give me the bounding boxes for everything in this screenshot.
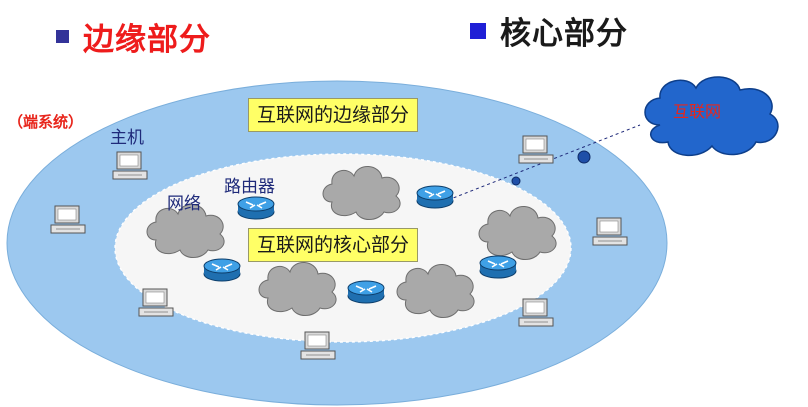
end-system-label: （端系统）: [8, 113, 84, 131]
link-dot: [577, 150, 591, 164]
internet-cloud-icon: [644, 76, 779, 157]
network-label: 网络: [167, 194, 201, 214]
router-icon: [203, 258, 241, 282]
router-icon: [416, 185, 454, 209]
internet-cloud-label: 互联网: [673, 102, 722, 121]
core-part-title: 核心部分: [500, 16, 628, 52]
edge-part-title: 边缘部分: [83, 22, 211, 58]
right-header: 核心部分: [470, 8, 628, 53]
edge-part-label-box: 互联网的边缘部分: [248, 98, 419, 132]
left-header: 边缘部分: [56, 14, 211, 59]
host-label: 主机: [110, 128, 144, 148]
core-part-label-box: 互联网的核心部分: [248, 228, 419, 262]
link-dot: [511, 176, 521, 186]
square-bullet-icon: [56, 30, 69, 43]
router-icon: [347, 280, 385, 304]
core-dashed-border: [114, 153, 572, 343]
router-icon: [237, 196, 275, 220]
router-label: 路由器: [224, 177, 275, 197]
router-icon: [479, 255, 517, 279]
square-bullet-icon: [470, 22, 486, 39]
